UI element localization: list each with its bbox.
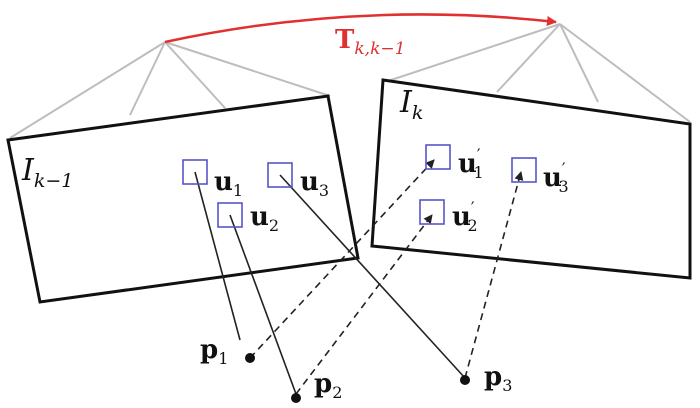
camera-rays-curr bbox=[384, 23, 691, 123]
projection-lines-prev bbox=[194, 171, 466, 395]
feature-patches-prev bbox=[182, 159, 293, 228]
patch-u3 bbox=[267, 162, 293, 188]
label-u2: u2 bbox=[250, 202, 279, 235]
image-frame-prev bbox=[6, 94, 360, 304]
label-u1: u1 bbox=[214, 167, 243, 200]
point-p2 bbox=[291, 393, 301, 403]
label-p2: p2 bbox=[314, 369, 342, 402]
frame-label-prev: Ik−1 bbox=[21, 153, 73, 192]
label-u2-prime: u′2 bbox=[452, 198, 478, 235]
patch-u1-prime bbox=[425, 144, 451, 170]
point-p3 bbox=[460, 375, 470, 385]
projection-lines-curr bbox=[249, 159, 524, 395]
patch-u2 bbox=[217, 202, 243, 228]
label-u1-prime: u′1 bbox=[458, 145, 484, 182]
label-u3-prime: u′3 bbox=[543, 159, 569, 196]
patch-u3-prime bbox=[511, 157, 537, 183]
label-p3: p3 bbox=[484, 362, 512, 395]
image-frame-curr bbox=[370, 78, 692, 280]
label-u3: u3 bbox=[300, 167, 329, 200]
patch-u1 bbox=[182, 159, 208, 185]
transform-label: Tk,k−1 bbox=[335, 25, 405, 59]
feature-patches-curr bbox=[419, 144, 537, 225]
camera-rays-prev bbox=[9, 41, 331, 139]
transform-arrow bbox=[164, 13, 557, 44]
frame-label-curr: Ik bbox=[399, 85, 423, 124]
label-p1: p1 bbox=[200, 335, 228, 368]
point-p1 bbox=[245, 353, 255, 363]
patch-u2-prime bbox=[419, 199, 445, 225]
